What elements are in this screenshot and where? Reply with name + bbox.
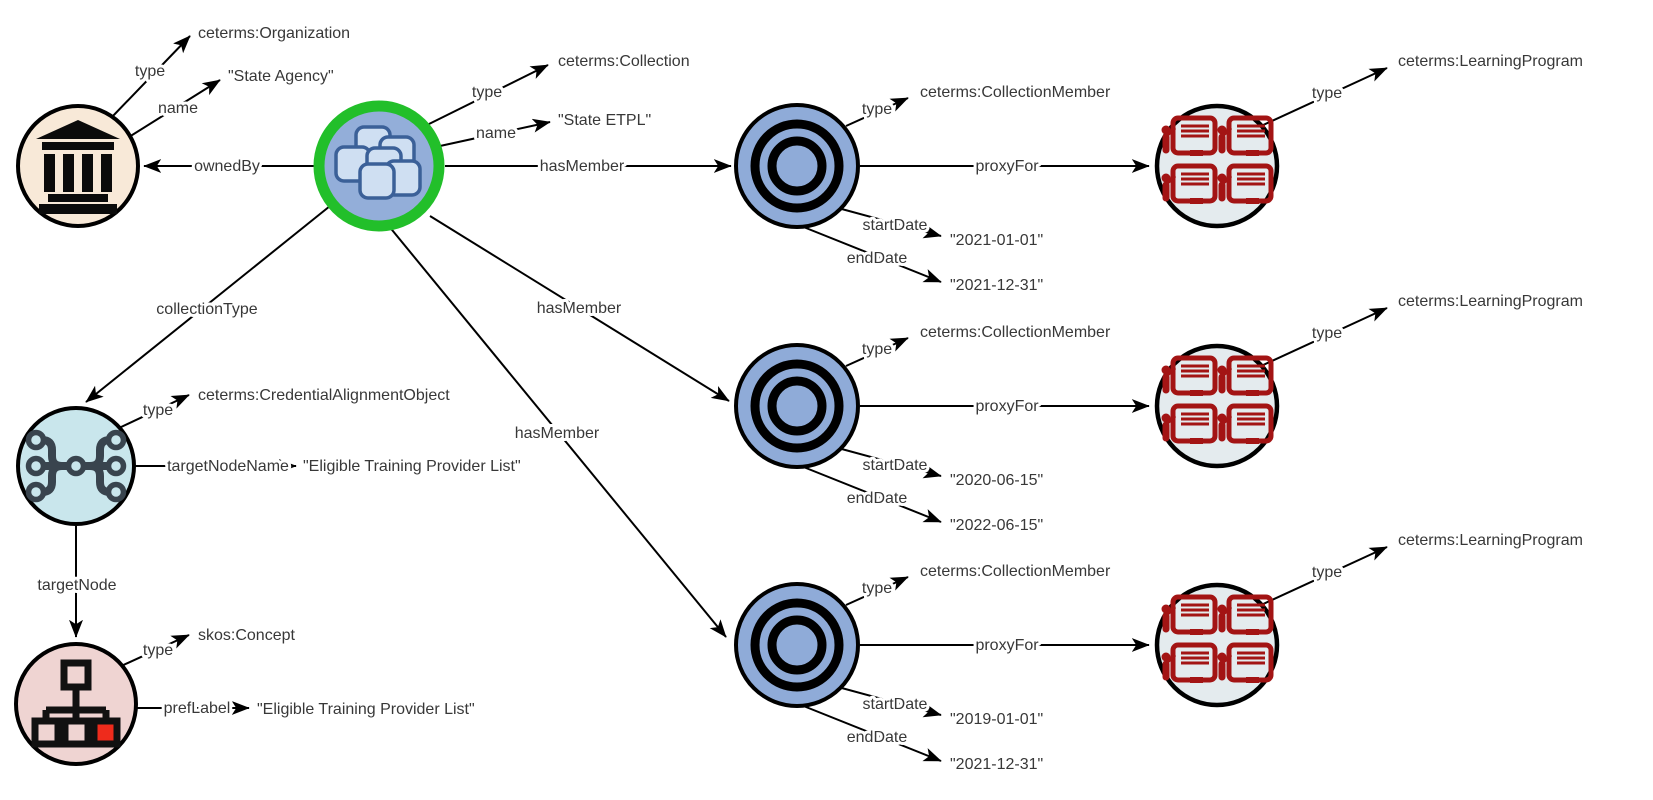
edge-collection-type-link	[85, 205, 331, 403]
collection-member-node-1	[736, 105, 858, 227]
edge-collection-name	[439, 118, 551, 147]
value-concept-type: skos:Concept	[198, 627, 295, 644]
teacher-presentation-icon	[1157, 585, 1277, 705]
edge-start-date-1	[837, 207, 942, 239]
credential-alignment-node	[16, 406, 136, 526]
value-start-date-1: "2021-01-01"	[950, 232, 1043, 249]
label-member3-type: type	[862, 580, 892, 597]
bullseye-icon	[736, 105, 858, 227]
label-collection-type: type	[472, 84, 502, 101]
value-program3-type: ceterms:LearningProgram	[1398, 532, 1583, 549]
edge-has-member-3	[387, 224, 727, 638]
teacher-presentation-icon	[1157, 346, 1277, 466]
value-pref-label: "Eligible Training Provider List"	[257, 701, 475, 718]
label-member1-type: type	[862, 101, 892, 118]
bullseye-icon	[736, 345, 858, 467]
value-program2-type: ceterms:LearningProgram	[1398, 293, 1583, 310]
value-collection-name: "State ETPL"	[558, 112, 651, 129]
label-has-member-1: hasMember	[540, 158, 625, 175]
edge-program1-type	[1260, 67, 1388, 127]
edge-end-date-1	[800, 225, 942, 283]
label-end-date-1: endDate	[847, 250, 908, 267]
edge-has-member-2	[429, 215, 730, 402]
value-end-date-3: "2021-12-31"	[950, 756, 1043, 773]
edge-member1-type	[845, 97, 909, 127]
edge-program3-type	[1260, 546, 1388, 606]
edge-collection-type	[428, 64, 549, 125]
label-proxy-for-2: proxyFor	[975, 398, 1039, 415]
value-end-date-2: "2022-06-15"	[950, 517, 1043, 534]
label-pref-label: prefLabel	[164, 700, 231, 717]
value-alignment-type: ceterms:CredentialAlignmentObject	[198, 387, 450, 404]
bullseye-icon	[736, 584, 858, 706]
hierarchy-tree-icon	[31, 659, 121, 748]
label-org-type: type	[135, 63, 165, 80]
edges-layer	[69, 35, 1388, 762]
value-target-node-name: "Eligible Training Provider List"	[303, 458, 521, 475]
edge-start-date-2	[837, 447, 942, 479]
edge-end-date-3	[800, 704, 942, 762]
teacher-presentation-icon	[1157, 106, 1277, 226]
label-program1-type: type	[1312, 85, 1342, 102]
learning-program-node-1	[1157, 106, 1277, 226]
label-target-node: targetNode	[37, 577, 116, 594]
value-collection-type: ceterms:Collection	[558, 53, 690, 70]
value-program1-type: ceterms:LearningProgram	[1398, 53, 1583, 70]
value-start-date-2: "2020-06-15"	[950, 472, 1043, 489]
value-member1-type: ceterms:CollectionMember	[920, 84, 1111, 101]
label-alignment-type: type	[143, 402, 173, 419]
edge-org-name	[128, 79, 221, 138]
label-has-member-2: hasMember	[537, 300, 622, 317]
label-program2-type: type	[1312, 325, 1342, 342]
network-merge-icon	[25, 429, 127, 503]
edge-start-date-3	[837, 686, 942, 718]
label-concept-type: type	[143, 642, 173, 659]
label-collection-name: name	[476, 125, 516, 142]
label-org-name: name	[158, 100, 198, 117]
label-proxy-for-3: proxyFor	[975, 637, 1039, 654]
value-org-type: ceterms:Organization	[198, 25, 350, 42]
collection-node	[313, 100, 445, 232]
label-start-date-2: startDate	[863, 457, 928, 474]
value-member3-type: ceterms:CollectionMember	[920, 563, 1111, 580]
learning-program-node-2	[1157, 346, 1277, 466]
label-proxy-for-1: proxyFor	[975, 158, 1039, 175]
learning-program-node-3	[1157, 585, 1277, 705]
collection-member-node-2	[736, 345, 858, 467]
label-member2-type: type	[862, 341, 892, 358]
label-end-date-2: endDate	[847, 490, 908, 507]
concept-node	[14, 642, 138, 766]
value-org-name: "State Agency"	[228, 68, 334, 85]
labels-layer: type ceterms:Organization name "State Ag…	[34, 22, 1586, 776]
label-end-date-3: endDate	[847, 729, 908, 746]
label-collection-type-link: collectionType	[156, 301, 257, 318]
bank-icon	[36, 120, 120, 214]
value-member2-type: ceterms:CollectionMember	[920, 324, 1111, 341]
label-has-member-3: hasMember	[515, 425, 600, 442]
label-start-date-3: startDate	[863, 696, 928, 713]
edge-concept-type	[118, 634, 190, 668]
edge-end-date-2	[800, 465, 942, 523]
value-end-date-1: "2021-12-31"	[950, 277, 1043, 294]
organization-node	[16, 104, 140, 228]
edge-member2-type	[845, 337, 909, 367]
label-owned-by: ownedBy	[194, 158, 260, 175]
collection-member-node-3	[736, 584, 858, 706]
edge-member3-type	[845, 576, 909, 606]
label-start-date-1: startDate	[863, 217, 928, 234]
stacked-squares-icon	[334, 125, 422, 200]
label-target-node-name: targetNodeName	[167, 458, 289, 475]
edge-alignment-type	[118, 394, 190, 429]
label-program3-type: type	[1312, 564, 1342, 581]
edge-program2-type	[1260, 307, 1388, 367]
value-start-date-3: "2019-01-01"	[950, 711, 1043, 728]
edge-org-type	[110, 35, 191, 119]
